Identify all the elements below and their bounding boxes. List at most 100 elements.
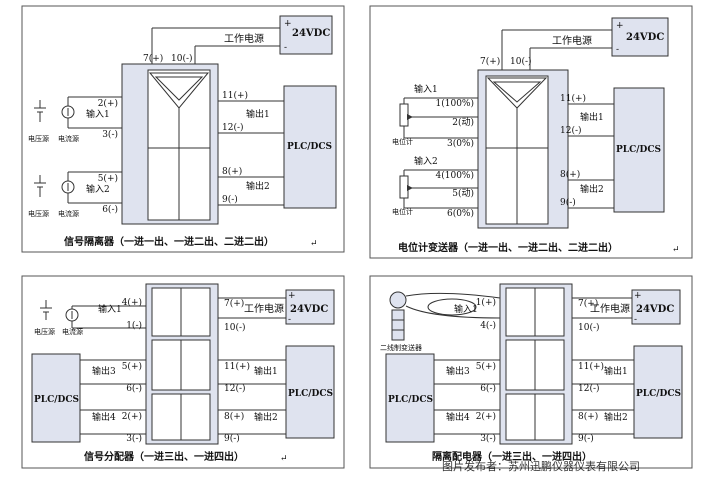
supply-plus: + (284, 19, 292, 29)
pin-8: 8(+) (224, 411, 244, 422)
plc-label-left: PLC/DCS (388, 395, 433, 405)
panel-isolated-distributor: 24VDC + - 7(+) 10(-) 工作电源 PLC/DCS 11(+) … (369, 275, 693, 469)
pin-6: 6(0%) (447, 208, 474, 219)
output1-label: 输出1 (604, 365, 628, 377)
plc-label: PLC/DCS (636, 389, 681, 399)
input2-label: 输入2 (414, 155, 438, 167)
pin-2: 2(+) (122, 411, 142, 422)
plc-label: PLC/DCS (616, 145, 661, 155)
pin-5: 5(+) (122, 361, 142, 372)
panel-signal-isolator: 24VDC + - 工作电源 7(+) 10(-) PLC/DCS 11(+) … (21, 5, 345, 253)
supply-minus: - (634, 315, 637, 325)
pin-10: 10(-) (578, 322, 600, 333)
supply-label: 24VDC (636, 304, 674, 315)
pin-1: 1(-) (126, 320, 142, 331)
plc-box-left (385, 353, 435, 443)
pin-5: 5(+) (98, 173, 118, 184)
output2-label: 输出2 (604, 411, 628, 423)
current-source-label-2: 电流源 (58, 209, 79, 218)
output4-label: 输出4 (92, 411, 116, 423)
power-label: 工作电源 (552, 34, 592, 47)
pin-12: 12(-) (224, 383, 246, 394)
input1-label: 输入1 (414, 83, 438, 95)
supply-minus: - (616, 45, 619, 55)
pin-11: 11(+) (224, 361, 250, 372)
pin-12: 12(-) (578, 383, 600, 394)
pin-6: 6(-) (102, 204, 118, 215)
pin-2: 2(+) (98, 98, 118, 109)
plc-label: PLC/DCS (287, 142, 332, 152)
output3-label: 输出3 (446, 365, 470, 377)
supply-box (611, 17, 669, 57)
input1-label: 输入1 (454, 303, 478, 315)
supply-plus: + (616, 21, 624, 31)
pin-12: 12(-) (560, 125, 582, 136)
supply-box (631, 289, 681, 325)
pin-10: 10(-) (171, 53, 193, 64)
pin-11: 11(+) (222, 90, 248, 101)
pin-8: 8(+) (578, 411, 598, 422)
pin-7: 7(+) (578, 298, 598, 309)
current-source-icon (61, 105, 75, 194)
potentiometer-icon (399, 103, 409, 127)
transmitter-label: 二线制变送器 (380, 343, 422, 352)
supply-label: 24VDC (292, 28, 330, 39)
current-source-label: 电流源 (62, 327, 83, 336)
supply-minus: - (288, 315, 291, 325)
supply-box (279, 15, 333, 55)
paragraph-mark: ↵ (310, 239, 318, 249)
voltage-source-label: 电压源 (28, 134, 49, 143)
output1-label: 输出1 (246, 108, 270, 120)
pin-2: 2(动) (452, 117, 474, 128)
supply-label: 24VDC (290, 304, 328, 315)
pin-2: 2(+) (476, 411, 496, 422)
plc-box (285, 345, 335, 439)
pin-7: 7(+) (224, 298, 244, 309)
panel-signal-splitter: 24VDC + - 7(+) 10(-) 工作电源 PLC/DCS 11(+) … (21, 275, 345, 469)
pin-9: 9(-) (222, 194, 238, 205)
watermark: 图片发布者：苏州迅鹏仪器仪表有限公司 (442, 459, 640, 473)
pin-5: 5(+) (476, 361, 496, 372)
voltage-source-label-2: 电压源 (28, 209, 49, 218)
pin-4: 4(-) (480, 320, 496, 331)
supply-plus: + (288, 291, 296, 301)
plc-box (633, 345, 683, 439)
voltage-source-label: 电压源 (34, 327, 55, 336)
paragraph-mark: ↵ (280, 454, 288, 464)
pin-3: 3(-) (102, 129, 118, 140)
pin-5: 5(动) (452, 188, 474, 199)
pin-3: 3(0%) (447, 138, 474, 149)
voltage-source-icon (40, 300, 52, 320)
panel-frame (21, 275, 345, 469)
output2-label: 输出2 (580, 183, 604, 195)
output3-label: 输出3 (92, 365, 116, 377)
plc-box (283, 85, 337, 209)
supply-label: 24VDC (626, 32, 664, 43)
output1-label: 输出1 (580, 111, 604, 123)
loop-arrow-icon (427, 298, 477, 316)
pin-9: 9(-) (224, 433, 240, 444)
pin-4: 4(+) (122, 297, 142, 308)
pin-8: 8(+) (560, 169, 580, 180)
potentiometer-icon-2 (399, 175, 409, 199)
pot-label-2: 电位计 (392, 207, 413, 216)
panel-frame (369, 5, 693, 259)
paragraph-mark: ↵ (672, 245, 680, 255)
pin-7: 7(+) (143, 53, 163, 64)
plc-label: PLC/DCS (288, 389, 333, 399)
panel1-caption: 信号隔离器（一进一出、一进二出、二进二出） (64, 235, 274, 248)
pin-10: 10(-) (510, 56, 532, 67)
pin-4: 4(100%) (436, 170, 474, 181)
pin-1: 1(+) (476, 297, 496, 308)
supply-minus: - (284, 43, 287, 53)
panel-frame (21, 5, 345, 253)
plc-label-left: PLC/DCS (34, 395, 79, 405)
pin-1: 1(100%) (436, 98, 474, 109)
pot-label: 电位计 (392, 137, 413, 146)
pin-12: 12(-) (222, 122, 244, 133)
plc-box (613, 87, 665, 213)
current-source-label: 电流源 (58, 134, 79, 143)
panel4-caption: 隔离配电器（一进三出、一进四出） (432, 450, 592, 463)
pin-10: 10(-) (224, 322, 246, 333)
